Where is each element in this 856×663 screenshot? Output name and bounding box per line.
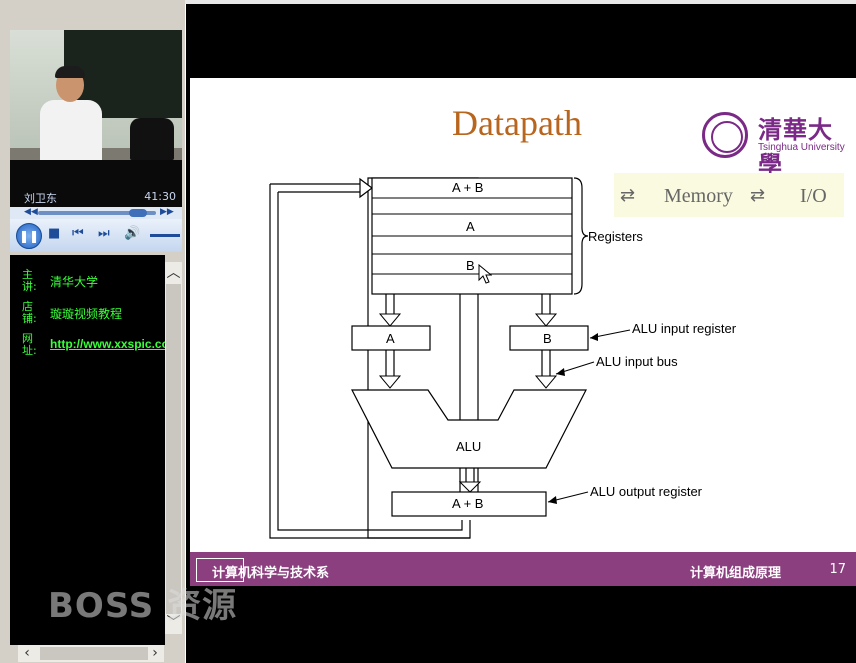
alu: [351, 389, 587, 469]
seek-track[interactable]: [38, 211, 156, 215]
department-name: 计算机科学与技术系: [212, 566, 330, 581]
volume-slider[interactable]: [150, 234, 180, 237]
forward-arrow-icon[interactable]: ▶▶: [160, 207, 174, 217]
input-register-b-label: B: [543, 331, 552, 346]
seek-bar[interactable]: ◀◀ ▶▶: [10, 207, 182, 219]
alu-output-register: [391, 491, 547, 517]
footer-emblem-icon: [196, 558, 244, 582]
alu-output-register-caption: ALU output register: [590, 484, 703, 499]
mouse-cursor-icon: [478, 264, 492, 284]
page-number: 17: [829, 562, 846, 577]
previous-icon[interactable]: ⏮: [72, 226, 84, 241]
register-row-label: A: [466, 219, 475, 234]
info-panel: 主讲: 清华大学 店铺: 璇璇视频教程 网址: http://www.xxspi…: [10, 255, 180, 645]
lecturer-hair: [55, 66, 85, 78]
scroll-left-icon[interactable]: ‹: [24, 645, 30, 661]
hscroll-thumb[interactable]: [40, 647, 148, 660]
output-register-label: A + B: [452, 496, 484, 511]
media-player: 刘卫东 41:30 ◀◀ ▶▶ ❚❚ ■ ⏮ ⏭ 🔊: [10, 160, 182, 252]
info-value: 璇璇视频教程: [50, 307, 123, 321]
input-register-a-label: A: [386, 331, 395, 346]
datapath-diagram: [269, 177, 631, 539]
rewind-arrow-icon[interactable]: ◀◀: [24, 207, 38, 217]
scroll-up-icon[interactable]: ︿: [166, 265, 181, 281]
slide: Datapath 清華大學 Tsinghua University ⇄ Memo…: [190, 78, 856, 586]
alu-input-register-a: [351, 325, 431, 351]
scroll-down-icon[interactable]: ﹀: [166, 615, 181, 631]
alu-input-register-caption: ALU input register: [632, 321, 737, 336]
registers-label: Registers: [588, 229, 643, 244]
memory-label: Memory: [664, 185, 733, 207]
horizontal-scrollbar[interactable]: ‹ ›: [18, 645, 164, 662]
scroll-right-icon[interactable]: ›: [152, 645, 158, 661]
info-value: 清华大学: [50, 275, 99, 289]
memory-io-box: ⇄ Memory ⇄ I/O: [614, 173, 844, 217]
info-label: 主讲:: [22, 268, 37, 293]
slide-footer: 计算机科学与技术系 计算机组成原理 17: [190, 552, 856, 586]
slide-title: Datapath: [452, 103, 582, 143]
info-label: 店铺:: [22, 300, 37, 325]
course-name: 计算机组成原理: [690, 566, 782, 581]
register-row-label: A + B: [452, 180, 484, 195]
website-link[interactable]: http://www.xxspic.com: [50, 337, 180, 351]
tsinghua-seal-icon: [702, 112, 748, 158]
volume-icon[interactable]: 🔊: [124, 226, 141, 241]
register-row-label: B: [466, 258, 475, 273]
info-label: 网址:: [22, 332, 37, 357]
alu-label: ALU: [456, 439, 482, 454]
lecturer-name: 刘卫东: [24, 192, 57, 205]
bidirectional-arrow-icon: ⇄: [750, 185, 766, 206]
alu-input-bus-caption: ALU input bus: [596, 354, 678, 369]
pause-button[interactable]: ❚❚: [16, 223, 42, 249]
lecture-video[interactable]: [10, 30, 182, 160]
top-strip: [0, 0, 856, 4]
next-icon[interactable]: ⏭: [98, 226, 110, 241]
tsinghua-logo-english: Tsinghua University: [758, 142, 845, 153]
vertical-scrollbar[interactable]: ︿ ﹀: [165, 262, 182, 634]
watermark: BOSS 资源: [48, 586, 238, 626]
lecturer-body: [40, 100, 102, 160]
bidirectional-arrow-icon: ⇄: [620, 185, 636, 206]
alu-input-register-b: [509, 325, 589, 351]
stop-icon[interactable]: ■: [48, 226, 61, 241]
player-controls: ❚❚ ■ ⏮ ⏭ 🔊: [10, 219, 182, 252]
io-label: I/O: [800, 185, 827, 207]
scroll-thumb[interactable]: [166, 284, 181, 614]
chair: [130, 118, 174, 160]
elapsed-time: 41:30: [144, 190, 176, 203]
seek-thumb[interactable]: [129, 209, 148, 217]
